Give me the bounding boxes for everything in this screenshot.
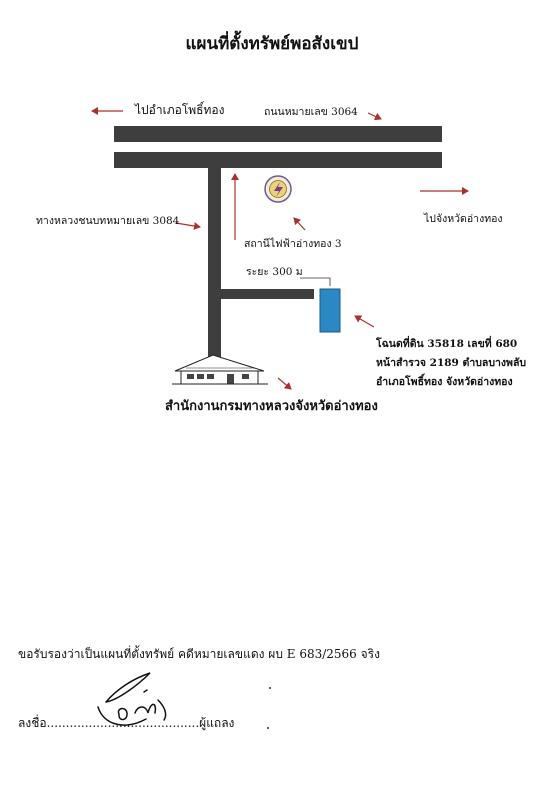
label-rural-road-3084: ทางหลวงชนบทหมายเลข 3084 — [36, 215, 180, 227]
arrow-road-3064 — [367, 112, 382, 121]
page-title: แผนที่ตั้งทรัพย์พอสังเขป — [185, 34, 359, 54]
label-road-3064: ถนนหมายเลข 3064 — [264, 106, 358, 118]
signature-icon — [97, 672, 167, 726]
branch-road — [221, 289, 314, 299]
power-station-logo-icon — [264, 175, 292, 203]
label-highway-office: สำนักงานกรมทางหลวงจังหวัดอ่างทอง — [165, 399, 378, 414]
road-3064-upper — [114, 126, 442, 142]
label-to-pho-thong: ไปอำเภอโพธิ์ทอง — [135, 103, 225, 117]
signature-suffix: ผู้แถลง — [199, 716, 235, 730]
signature-prefix: ลงชื่อ — [18, 716, 47, 730]
building-icon — [172, 354, 268, 385]
arrow-highway-office — [277, 377, 292, 390]
signature-dots: ........................................ — [46, 716, 200, 730]
certification-text: ขอรับรองว่าเป็นแผนที่ตั้งทรัพย์ คดีหมายเ… — [18, 647, 380, 661]
scan-dot — [267, 727, 269, 729]
distance-leader — [300, 277, 331, 286]
arrow-road-3084 — [175, 222, 201, 230]
deed-line-3: อำเภอโพธิ์ทอง จังหวัดอ่างทอง — [376, 376, 513, 388]
arrow-power-station — [293, 217, 306, 231]
road-3084 — [208, 168, 221, 360]
land-plot — [319, 288, 341, 333]
label-to-ang-thong: ไปจังหวัดอ่างทอง — [424, 213, 503, 225]
scan-dot — [269, 687, 271, 689]
arrow-plot — [354, 315, 375, 328]
signature-line: ลงชื่อ..................................… — [18, 714, 234, 733]
deed-line-2: หน้าสำรวจ 2189 ตำบลบางพลับ — [376, 357, 527, 369]
road-3064-lower — [114, 152, 442, 168]
label-distance: ระยะ 300 ม — [246, 266, 303, 278]
label-power-station: สถานีไฟฟ้าอ่างทอง 3 — [244, 238, 342, 250]
deed-line-1: โฉนดที่ดิน 35818 เลขที่ 680 — [376, 338, 518, 350]
